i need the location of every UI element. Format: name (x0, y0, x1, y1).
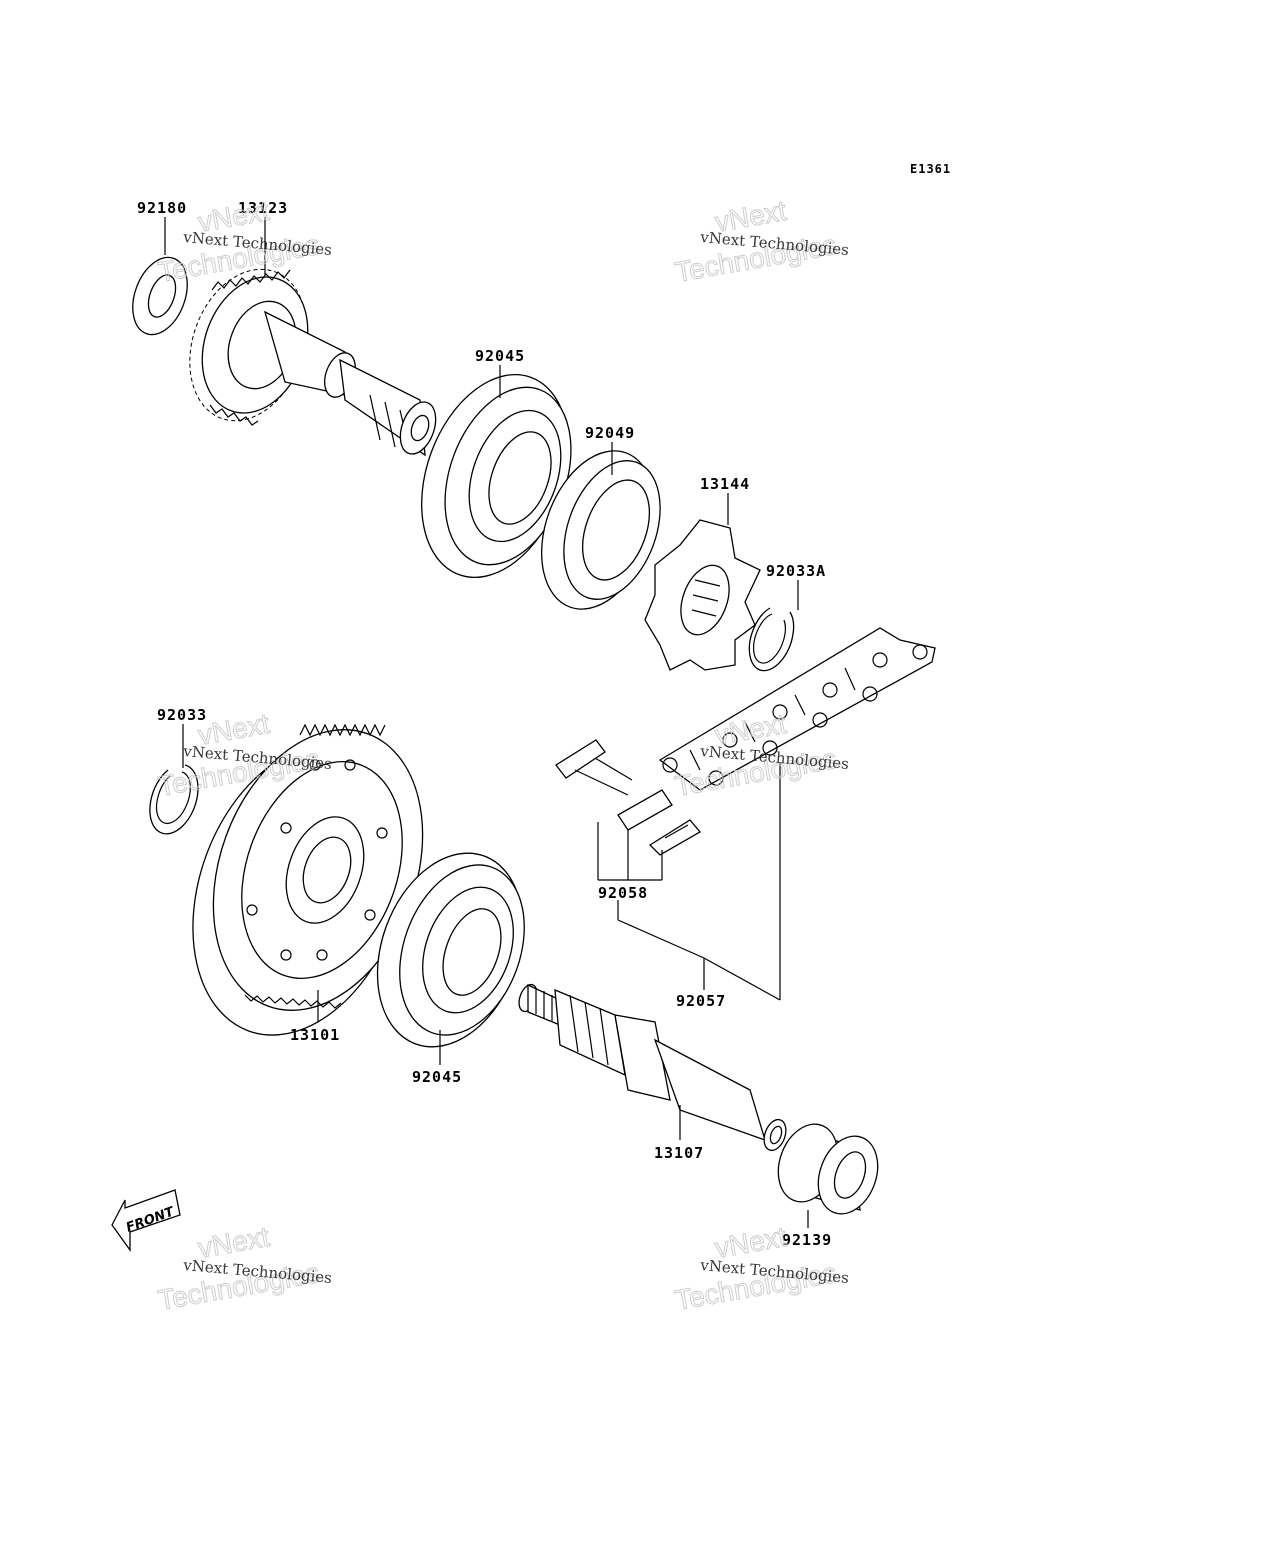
part-number-92180: 92180 (137, 199, 187, 217)
part-number-92033A: 92033A (766, 562, 826, 580)
sprocket-13144-drawing (644, 519, 761, 671)
part-number-92033: 92033 (157, 706, 207, 724)
part-number-92058: 92058 (598, 884, 648, 902)
oil-seal-92049-drawing (541, 450, 661, 610)
part-number-13123: 13123 (238, 199, 288, 217)
shaft-gear-13123-drawing (189, 268, 437, 457)
shaft-13107-drawing (518, 983, 787, 1152)
part-number-13101: 13101 (290, 1026, 340, 1044)
washer-92180-drawing (132, 256, 188, 336)
drive-chain-drawing (658, 627, 936, 791)
part-number-92045-upper: 92045 (475, 347, 525, 365)
part-number-92139: 92139 (782, 1231, 832, 1249)
part-number-92057: 92057 (676, 992, 726, 1010)
gear-13101-drawing (192, 723, 424, 1036)
needle-bearing-92139-drawing (777, 1123, 879, 1215)
watermark-top-right: vNext Technologies vNext Technologies (672, 194, 850, 288)
part-number-92045-lower: 92045 (412, 1068, 462, 1086)
watermark-bottom-right: vNext Technologies vNext Technologies (672, 1220, 850, 1316)
part-number-92049: 92049 (585, 424, 635, 442)
circlip-92033-drawing (149, 764, 199, 835)
part-number-13107: 13107 (654, 1144, 704, 1162)
leader-lines (164, 217, 809, 1228)
diagram-code: E1361 (910, 162, 951, 176)
watermark-bottom-left: vNext Technologies vNext Technologies (155, 1220, 333, 1316)
front-direction-arrow: FRONT (111, 1189, 181, 1253)
bearing-92045-upper-drawing (421, 373, 572, 579)
bearing-92045-lower-drawing (376, 852, 525, 1048)
part-number-13144: 13144 (700, 475, 750, 493)
master-link-92058-drawing (555, 739, 701, 856)
circlip-92033A-drawing (748, 607, 795, 672)
